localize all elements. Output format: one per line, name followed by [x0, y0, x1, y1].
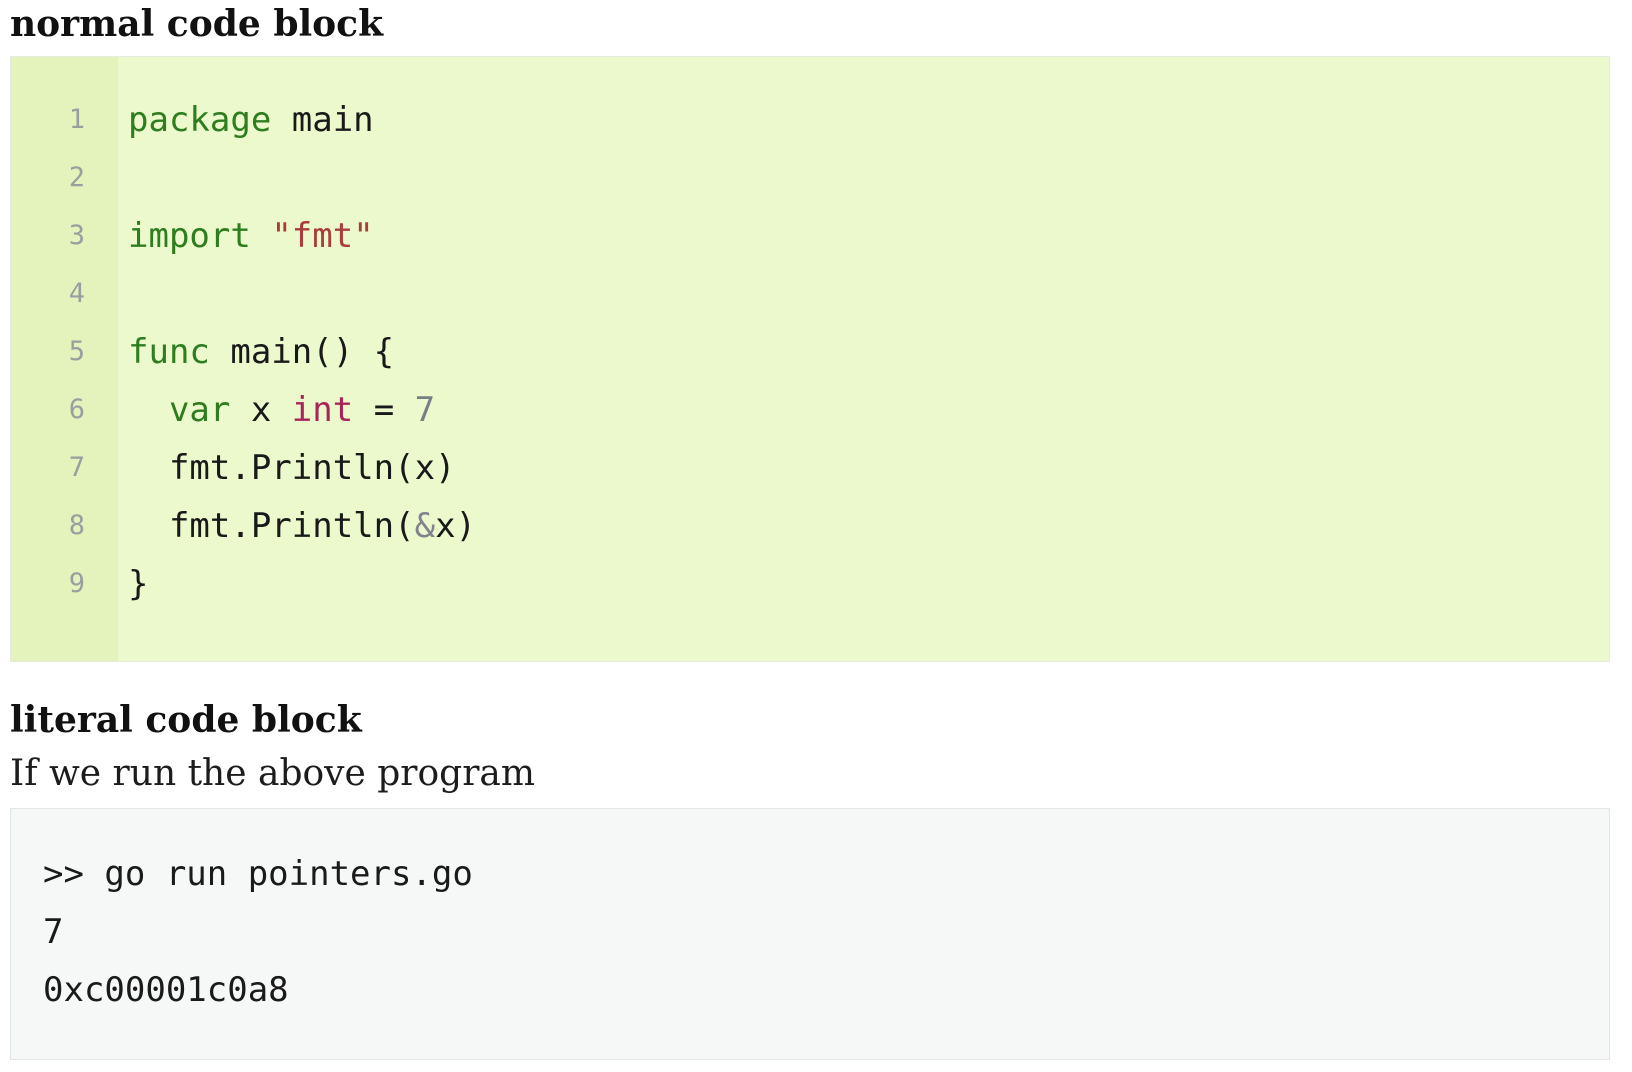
code-token-keyword: var	[168, 390, 231, 430]
code-line: import "fmt"	[128, 207, 1609, 265]
code-token-plain: main	[271, 100, 374, 140]
code-line	[128, 149, 1609, 207]
line-number: 8	[68, 510, 85, 541]
code-line: package main	[128, 91, 1609, 149]
line-number: 9	[68, 568, 85, 599]
code-token-operator: &	[414, 506, 436, 546]
line-number: 5	[68, 336, 85, 367]
line-number: 6	[68, 394, 85, 425]
line-number: 7	[68, 452, 85, 483]
code-token-plain: fmt.Println(x)	[128, 448, 456, 488]
line-number: 2	[68, 162, 85, 193]
code-token-keyword: import	[128, 216, 251, 256]
code-token-plain: }	[128, 564, 149, 604]
code-token-plain: x)	[435, 506, 477, 546]
code-token-type: int	[291, 390, 354, 430]
code-token-literal: 7	[414, 390, 436, 430]
line-number: 1	[68, 104, 85, 135]
code-line: fmt.Println(x)	[128, 439, 1609, 497]
line-number-gutter: 1 2 3 4 5 6 7 8 9	[11, 57, 118, 661]
code-token-plain: main() {	[209, 332, 395, 372]
normal-section-heading: normal code block	[10, 3, 384, 45]
terminal-line: 7	[43, 912, 64, 952]
code-line: fmt.Println(&x)	[128, 497, 1609, 555]
code-line: }	[128, 555, 1609, 613]
code-token-plain: x	[230, 390, 292, 430]
go-code-block: 1 2 3 4 5 6 7 8 9 package main import "fmt" func m…	[10, 56, 1610, 662]
terminal-line: >> go run pointers.go	[43, 854, 473, 894]
code-content: package main import "fmt" func main() { va…	[118, 57, 1609, 661]
code-token-string: "fmt"	[271, 216, 374, 256]
code-token-keyword: package	[128, 100, 272, 140]
code-token-plain	[251, 216, 271, 256]
terminal-line: 0xc00001c0a8	[43, 970, 289, 1010]
terminal-output-block: >> go run pointers.go 7 0xc00001c0a8	[10, 808, 1610, 1060]
code-line: var x int = 7	[128, 381, 1609, 439]
code-line: func main() {	[128, 323, 1609, 381]
intro-paragraph: If we run the above program	[10, 753, 536, 794]
line-number: 3	[68, 220, 85, 251]
literal-section: literal code block If we run the above p…	[10, 698, 1610, 1060]
code-token-keyword: func	[128, 332, 210, 372]
code-token-plain: fmt.Println(	[128, 506, 415, 546]
code-token-plain: =	[353, 390, 415, 430]
code-line	[128, 265, 1609, 323]
code-token-plain	[128, 390, 169, 430]
literal-section-heading: literal code block	[10, 699, 362, 741]
line-number: 4	[68, 278, 85, 309]
